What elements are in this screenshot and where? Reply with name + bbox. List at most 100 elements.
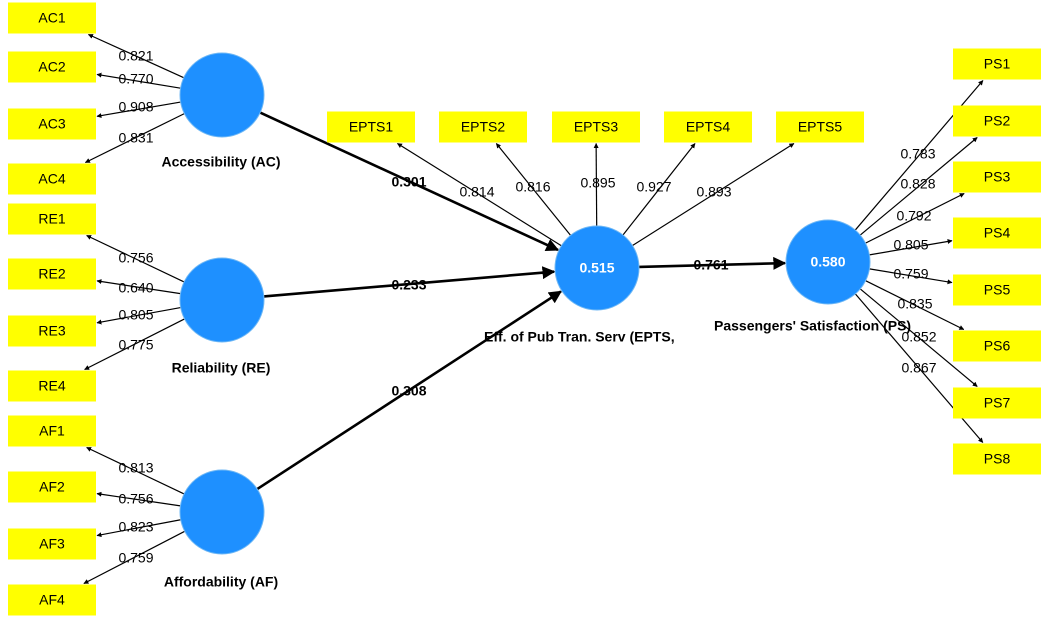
indicator-epts1[interactable] xyxy=(327,111,415,143)
indicator-ac1[interactable] xyxy=(8,2,96,34)
loading-value: 0.823 xyxy=(118,519,153,535)
indicator-re4[interactable] xyxy=(8,370,96,402)
indicator-box xyxy=(664,111,752,143)
construct-re[interactable] xyxy=(179,257,265,343)
loading-arrow xyxy=(87,33,184,79)
loading-arrow xyxy=(96,279,181,295)
indicator-box xyxy=(8,163,96,195)
loading-arrow xyxy=(632,142,795,247)
loading-value: 0.895 xyxy=(580,175,615,191)
loading-value: 0.908 xyxy=(118,99,153,115)
path-arrow-ac-epts xyxy=(259,111,560,252)
indicator-af3[interactable] xyxy=(8,528,96,560)
loading-arrow xyxy=(86,446,185,495)
construct-name: Passengers' Satisfaction (PS) xyxy=(714,318,911,334)
indicator-box xyxy=(953,330,1041,362)
indicator-epts4[interactable] xyxy=(664,111,752,143)
loading-arrow xyxy=(865,192,965,244)
r-squared-value: 0.515 xyxy=(579,260,614,276)
loading-value: 0.828 xyxy=(900,176,935,192)
indicator-ps7[interactable] xyxy=(953,387,1041,419)
indicator-re1[interactable] xyxy=(8,203,96,235)
construct-ps[interactable] xyxy=(785,219,871,305)
indicator-box xyxy=(953,387,1041,419)
indicator-ps8[interactable] xyxy=(953,443,1041,475)
indicator-label: PS7 xyxy=(984,395,1011,411)
loading-arrow xyxy=(96,306,181,325)
loading-value: 0.821 xyxy=(118,48,153,64)
construct-ac[interactable] xyxy=(179,52,265,138)
indicator-ac4[interactable] xyxy=(8,163,96,195)
loading-arrow xyxy=(86,234,185,283)
loading-arrow xyxy=(859,288,978,387)
loading-value: 0.756 xyxy=(118,250,153,266)
indicator-box xyxy=(953,105,1041,137)
loading-arrow xyxy=(495,143,572,236)
loading-value: 0.756 xyxy=(118,491,153,507)
indicator-box xyxy=(776,111,864,143)
indicator-label: PS3 xyxy=(984,169,1011,185)
loading-arrow xyxy=(96,101,181,119)
loading-value: 0.775 xyxy=(118,337,153,353)
loading-value: 0.831 xyxy=(118,130,153,146)
loading-value: 0.814 xyxy=(459,184,494,200)
loading-value: 0.867 xyxy=(901,360,936,376)
indicator-af1[interactable] xyxy=(8,415,96,447)
loading-arrow xyxy=(593,143,599,227)
indicator-af4[interactable] xyxy=(8,584,96,616)
indicator-label: PS4 xyxy=(984,225,1011,241)
construct-name: Affordability (AF) xyxy=(164,574,278,590)
indicator-box xyxy=(8,370,96,402)
loading-value: 0.759 xyxy=(893,266,928,282)
construct-af[interactable] xyxy=(179,469,265,555)
indicator-label: AC1 xyxy=(38,10,65,26)
loading-value: 0.770 xyxy=(118,71,153,87)
indicator-box xyxy=(439,111,527,143)
indicator-ac3[interactable] xyxy=(8,108,96,140)
indicator-box xyxy=(8,51,96,83)
path-arrow-epts-ps xyxy=(638,256,787,270)
loading-arrow xyxy=(869,268,953,285)
indicator-ac2[interactable] xyxy=(8,51,96,83)
path-arrow-re-epts xyxy=(263,266,556,298)
loading-value: 0.852 xyxy=(901,329,936,345)
loading-arrow xyxy=(96,491,181,507)
indicator-af2[interactable] xyxy=(8,471,96,503)
indicator-label: EPTS5 xyxy=(798,119,843,135)
indicator-box xyxy=(953,217,1041,249)
path-arrow-af-epts xyxy=(256,290,563,491)
loading-value: 0.805 xyxy=(893,237,928,253)
construct-epts[interactable] xyxy=(554,225,640,311)
r-squared-value: 0.580 xyxy=(810,254,845,270)
indicator-ps6[interactable] xyxy=(953,330,1041,362)
indicator-box xyxy=(552,111,640,143)
indicator-label: AC2 xyxy=(38,59,65,75)
construct-name: Accessibility (AC) xyxy=(161,154,280,170)
indicator-box xyxy=(8,471,96,503)
indicator-re2[interactable] xyxy=(8,258,96,290)
indicator-epts5[interactable] xyxy=(776,111,864,143)
indicator-label: EPTS4 xyxy=(686,119,731,135)
indicator-ps1[interactable] xyxy=(953,48,1041,80)
indicator-epts2[interactable] xyxy=(439,111,527,143)
indicator-ps3[interactable] xyxy=(953,161,1041,193)
indicator-box xyxy=(8,315,96,347)
indicator-box xyxy=(8,415,96,447)
loading-arrow xyxy=(865,280,965,331)
construct-name: Eff. of Pub Tran. Serv (EPTS, xyxy=(484,329,675,345)
loading-value: 0.927 xyxy=(636,179,671,195)
indicator-ps5[interactable] xyxy=(953,274,1041,306)
loading-value: 0.835 xyxy=(897,296,932,312)
indicator-label: AC3 xyxy=(38,116,65,132)
loading-arrow xyxy=(83,530,185,585)
indicator-ps4[interactable] xyxy=(953,217,1041,249)
indicator-re3[interactable] xyxy=(8,315,96,347)
loading-value: 0.640 xyxy=(118,280,153,296)
indicator-epts3[interactable] xyxy=(552,111,640,143)
indicator-label: EPTS1 xyxy=(349,119,394,135)
indicator-label: PS5 xyxy=(984,282,1011,298)
loading-arrow xyxy=(96,72,181,89)
indicator-label: AF3 xyxy=(39,536,65,552)
indicator-ps2[interactable] xyxy=(953,105,1041,137)
indicator-box xyxy=(8,584,96,616)
